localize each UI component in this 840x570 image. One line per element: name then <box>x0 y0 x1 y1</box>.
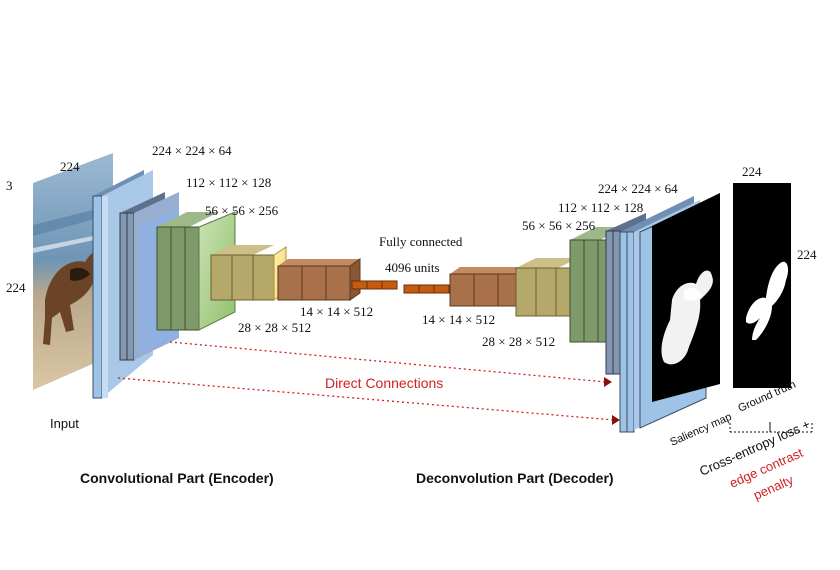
direct-connection-2-arrow <box>612 415 620 425</box>
encoder-dim-56: 56 × 56 × 256 <box>205 203 279 218</box>
ground-truth-map <box>733 183 791 388</box>
direct-connections-label: Direct Connections <box>325 375 443 391</box>
input-channels-label: 3 <box>6 178 13 193</box>
saliency-map <box>652 193 720 402</box>
fc-units-label: 4096 units <box>385 260 440 275</box>
decoder-block-56 <box>569 227 626 343</box>
gt-height-label: 224 <box>797 247 817 262</box>
encoder-dim-14: 14 × 14 × 512 <box>300 304 373 319</box>
encoder-block-28 <box>210 245 287 301</box>
decoder-dim-14: 14 × 14 × 512 <box>422 312 495 327</box>
saliency-map-label: Saliency map <box>668 411 733 449</box>
encoder-block-14 <box>277 258 361 301</box>
fc-label: Fully connected <box>379 234 463 249</box>
fc-layer-2 <box>403 284 450 294</box>
decoder-dim-56: 56 × 56 × 256 <box>522 218 596 233</box>
decoder-dim-28: 28 × 28 × 512 <box>482 334 555 349</box>
input-height-label: 224 <box>6 280 26 295</box>
decoder-dim-224: 224 × 224 × 64 <box>598 181 678 196</box>
decoder-title: Deconvolution Part (Decoder) <box>416 470 614 486</box>
loss-bracket <box>729 422 813 433</box>
encoder-title: Convolutional Part (Encoder) <box>80 470 274 486</box>
encoder-dim-28: 28 × 28 × 512 <box>238 320 311 335</box>
gt-width-label: 224 <box>742 164 762 179</box>
input-width-label: 224 <box>60 159 80 174</box>
decoder-dim-112: 112 × 112 × 128 <box>558 200 643 215</box>
encoder-dim-224: 224 × 224 × 64 <box>152 143 232 158</box>
fc-layer-1 <box>351 280 398 290</box>
input-label: Input <box>50 416 79 431</box>
decoder-block-28 <box>515 258 578 317</box>
direct-connection-1-arrow <box>604 377 612 387</box>
encoder-dim-112: 112 × 112 × 128 <box>186 175 271 190</box>
